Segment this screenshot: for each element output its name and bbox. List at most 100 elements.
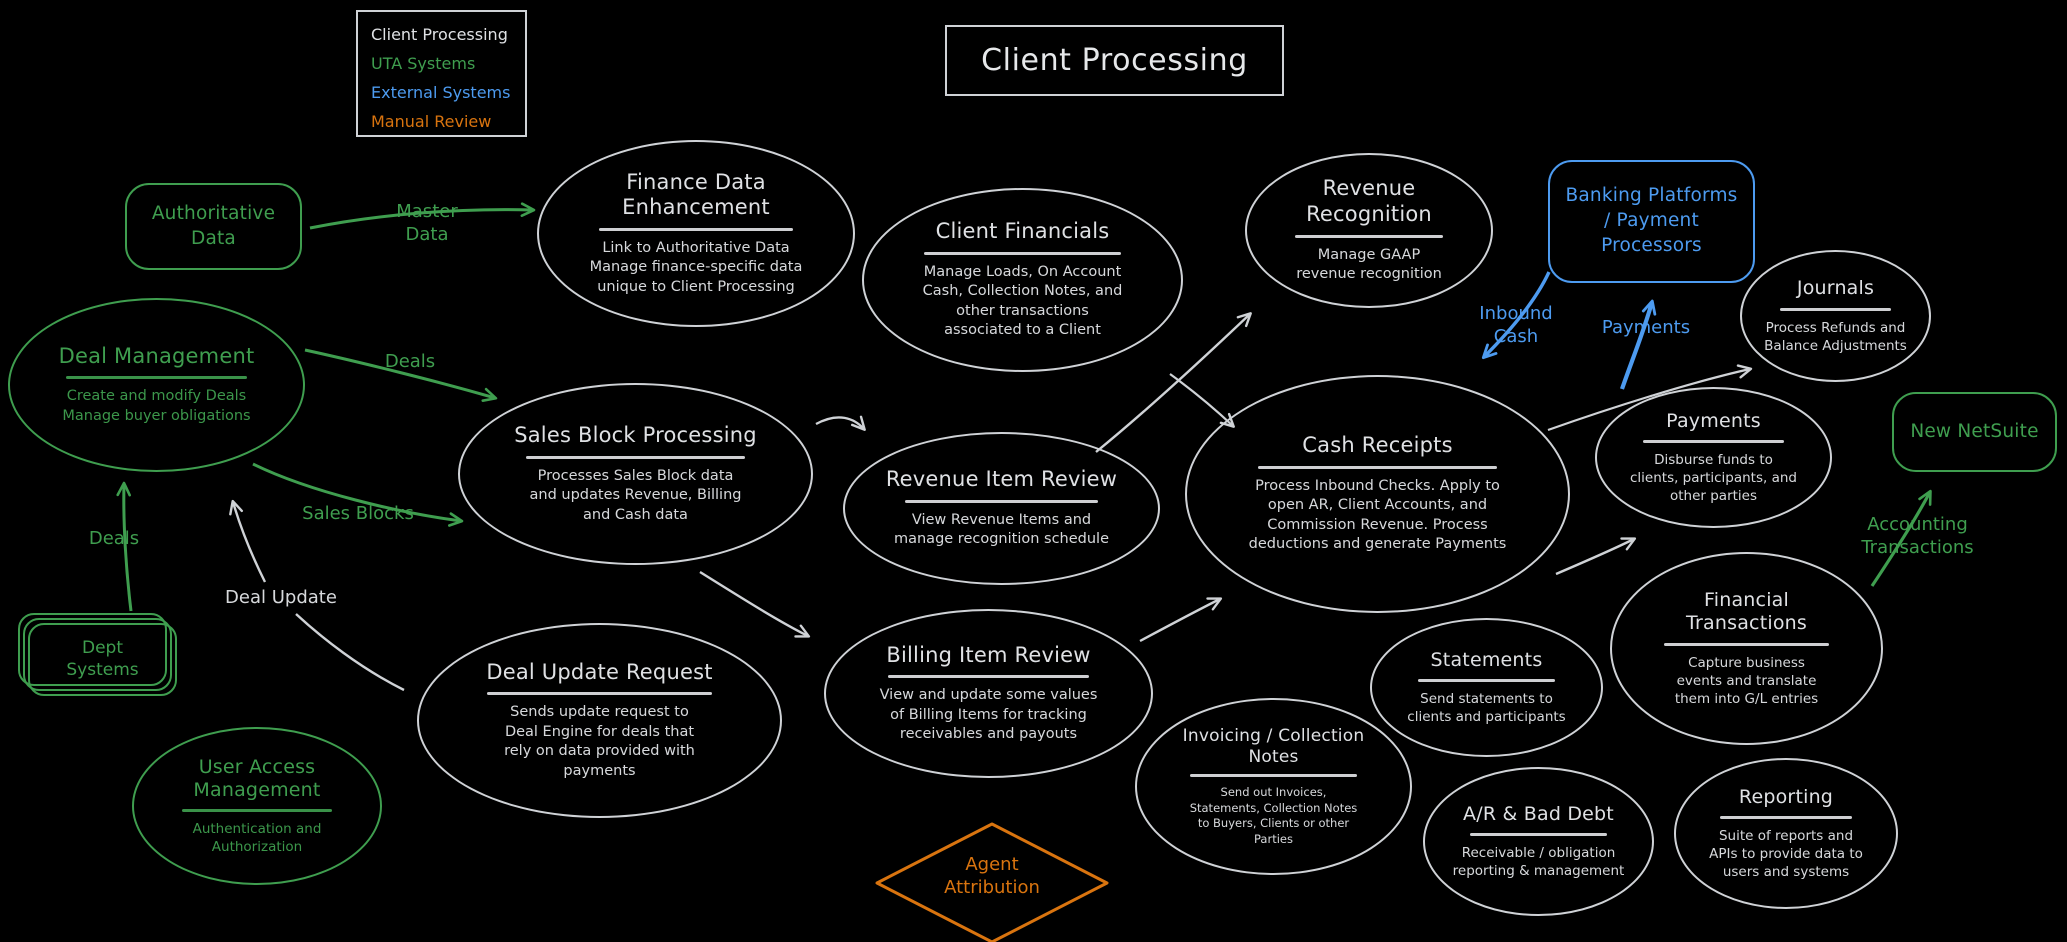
- arrow-deal-update-head: [229, 499, 267, 583]
- node-body: Process Inbound Checks. Apply to open AR…: [1248, 477, 1507, 553]
- edge-label-master-data[interactable]: Master Data: [396, 201, 458, 246]
- node-title: Client Financials: [935, 219, 1110, 244]
- arrow-deal-update-tail: [295, 613, 405, 692]
- node-body: Capture business events and translate th…: [1674, 654, 1819, 707]
- node-title: Statements: [1430, 648, 1543, 671]
- node-title: Revenue Recognition: [1306, 176, 1432, 227]
- node-title: Financial Transactions: [1686, 589, 1807, 635]
- node-body: Processes Sales Block data and updates R…: [529, 467, 742, 523]
- node-authoritative-data[interactable]: Authoritative Data: [125, 183, 302, 270]
- node-body: Authentication and Authorization: [192, 821, 322, 856]
- edge-label-payments[interactable]: Payments: [1601, 317, 1691, 338]
- node-title: Billing Item Review: [886, 642, 1091, 667]
- node-title: New NetSuite: [1910, 420, 2039, 442]
- divider: [1190, 774, 1357, 778]
- divider: [598, 227, 794, 231]
- arrow-bir-to-cash-receipts: [1139, 597, 1223, 643]
- node-payments[interactable]: Payments Disburse funds to clients, part…: [1595, 387, 1832, 528]
- legend-item-external-systems: External Systems: [371, 83, 511, 102]
- node-title: Cash Receipts: [1302, 433, 1453, 458]
- node-deal-management[interactable]: Deal Management Create and modify Deals …: [8, 298, 305, 472]
- arrow-cash-receipts-to-payments: [1555, 537, 1637, 576]
- edge-label-deals[interactable]: Deals: [384, 351, 436, 372]
- node-reporting[interactable]: Reporting Suite of reports and APIs to p…: [1674, 758, 1898, 909]
- divider: [887, 675, 1090, 679]
- divider: [1643, 439, 1784, 443]
- divider: [1780, 307, 1891, 311]
- page-title: Client Processing: [945, 25, 1284, 96]
- edge-label-deal-update[interactable]: Deal Update: [225, 587, 337, 608]
- divider: [904, 499, 1099, 503]
- node-body: Manage Loads, On Account Cash, Collectio…: [922, 263, 1123, 339]
- node-title: Deal Update Request: [486, 659, 713, 684]
- node-client-financials[interactable]: Client Financials Manage Loads, On Accou…: [862, 188, 1183, 372]
- stacked-card: [18, 613, 167, 686]
- node-title: Payments: [1666, 409, 1761, 432]
- legend-item-uta-systems: UTA Systems: [371, 54, 476, 73]
- node-title: Sales Block Processing: [514, 423, 757, 448]
- node-sales-block-processing[interactable]: Sales Block Processing Processes Sales B…: [458, 383, 813, 565]
- arrow-sbp-to-billing-item-review: [699, 570, 811, 638]
- divider: [66, 376, 247, 380]
- divider: [1470, 833, 1607, 836]
- node-ar-bad-debt[interactable]: A/R & Bad Debt Receivable / obligation r…: [1423, 767, 1654, 916]
- node-user-access-management[interactable]: User Access Management Authentication an…: [132, 727, 382, 885]
- node-new-netsuite[interactable]: New NetSuite: [1892, 392, 2057, 472]
- node-dept-systems[interactable]: Dept Systems: [18, 613, 185, 702]
- edge-label-inbound-cash[interactable]: Inbound Cash: [1479, 303, 1553, 348]
- divider: [924, 251, 1121, 255]
- divider: [1664, 642, 1829, 646]
- node-body: Sends update request to Deal Engine for …: [504, 704, 695, 779]
- node-title: Banking Platforms / Payment Processors: [1565, 185, 1738, 256]
- node-revenue-recognition[interactable]: Revenue Recognition Manage GAAP revenue …: [1245, 153, 1493, 308]
- node-invoicing-collection-notes[interactable]: Invoicing / Collection Notes Send out In…: [1135, 698, 1412, 875]
- divider: [526, 455, 745, 459]
- legend-item-manual-review: Manual Review: [371, 112, 492, 131]
- stacked-card: [23, 618, 172, 691]
- node-agent-attribution-label: Agent Attribution: [944, 854, 1040, 899]
- node-journals[interactable]: Journals Process Refunds and Balance Adj…: [1740, 250, 1931, 382]
- divider: [1295, 234, 1443, 238]
- edge-label-sales-blocks[interactable]: Sales Blocks: [302, 503, 414, 524]
- edge-label-deals-dept[interactable]: Deals: [88, 528, 140, 549]
- node-statements[interactable]: Statements Send statements to clients an…: [1370, 618, 1603, 757]
- node-billing-item-review[interactable]: Billing Item Review View and update some…: [824, 609, 1153, 778]
- divider: [182, 809, 332, 813]
- divider: [1258, 465, 1497, 469]
- node-title: Dept Systems: [28, 623, 177, 696]
- node-body: View Revenue Items and manage recognitio…: [893, 511, 1109, 548]
- node-title: Invoicing / Collection Notes: [1182, 725, 1365, 767]
- page-title-text: Client Processing: [981, 43, 1248, 78]
- edge-label-accounting-transactions[interactable]: Accounting Transactions: [1861, 514, 1974, 559]
- node-finance-data-enhancement[interactable]: Finance Data Enhancement Link to Authori…: [537, 140, 855, 327]
- node-deal-update-request[interactable]: Deal Update Request Sends update request…: [417, 623, 782, 818]
- node-body: Create and modify Deals Manage buyer obl…: [62, 388, 251, 424]
- node-body: View and update some values of Billing I…: [879, 687, 1098, 743]
- node-body: Send out Invoices, Statements, Collectio…: [1189, 785, 1358, 846]
- node-title: Finance Data Enhancement: [622, 169, 770, 220]
- node-body: Disburse funds to clients, participants,…: [1629, 451, 1797, 505]
- node-banking-platforms-payment-processors[interactable]: Banking Platforms / Payment Processors: [1548, 160, 1755, 283]
- divider: [1720, 815, 1852, 819]
- node-title: Reporting: [1738, 785, 1834, 808]
- node-body: Link to Authoritative Data Manage financ…: [589, 239, 803, 295]
- node-title: Deal Management: [58, 343, 255, 368]
- divider: [486, 692, 713, 696]
- node-body: Process Refunds and Balance Adjustments: [1764, 319, 1907, 354]
- legend-box[interactable]: Client Processing UTA Systems External S…: [356, 10, 527, 137]
- node-revenue-item-review[interactable]: Revenue Item Review View Revenue Items a…: [843, 432, 1160, 585]
- node-body: Manage GAAP revenue recognition: [1296, 246, 1442, 283]
- node-cash-receipts[interactable]: Cash Receipts Process Inbound Checks. Ap…: [1185, 375, 1570, 613]
- node-title: A/R & Bad Debt: [1463, 802, 1614, 825]
- node-title: Journals: [1796, 277, 1875, 300]
- legend-item-client-processing: Client Processing: [371, 25, 508, 44]
- arrow-sbp-to-revenue-item-review: [815, 415, 866, 431]
- node-body: Suite of reports and APIs to provide dat…: [1709, 827, 1863, 881]
- node-title: User Access Management: [193, 755, 321, 801]
- node-body: Receivable / obligation reporting & mana…: [1452, 845, 1625, 880]
- node-title: Authoritative Data: [151, 202, 276, 249]
- divider: [1417, 679, 1556, 682]
- node-financial-transactions[interactable]: Financial Transactions Capture business …: [1610, 552, 1883, 745]
- node-body: Send statements to clients and participa…: [1407, 691, 1566, 726]
